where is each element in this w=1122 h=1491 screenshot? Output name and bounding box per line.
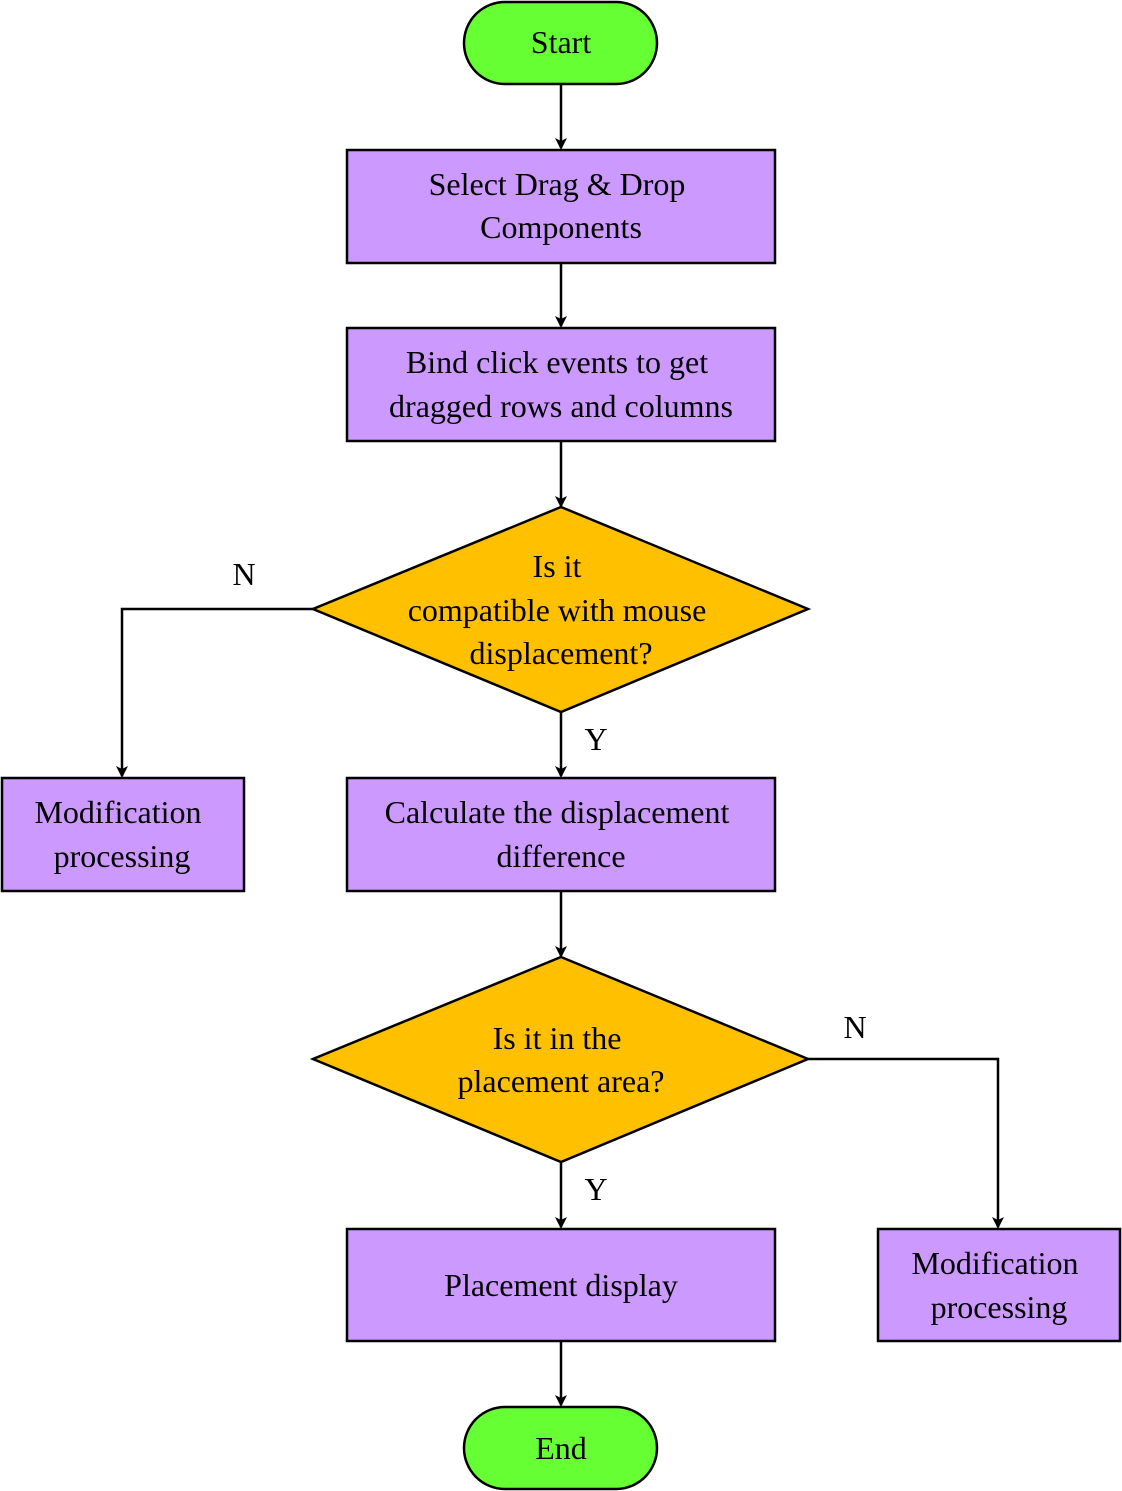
decision2-line-1: Is it in the xyxy=(493,1020,622,1056)
select-components-box xyxy=(345,148,777,265)
end-label-line: End xyxy=(535,1430,587,1466)
start-label: Start xyxy=(531,24,592,60)
decision-placement-area-label: Is it in the placement area? xyxy=(458,1020,665,1099)
modification-processing-left-box xyxy=(0,776,246,893)
select-components-label: Select Drag & Drop Components xyxy=(429,166,694,245)
decision-placement-area-diamond xyxy=(309,955,812,1164)
decision1-line-2: compatible with mouse xyxy=(408,592,707,628)
bind-click-events-node: Bind click events to get dragged rows an… xyxy=(345,326,777,443)
arrow-decision2-no-to-modify2 xyxy=(808,1057,1004,1229)
bind-click-events-line-2: dragged rows and columns xyxy=(389,388,733,424)
decision1-line-1: Is it xyxy=(533,548,582,584)
placement-display-node: Placement display xyxy=(345,1227,777,1343)
start-label-line: Start xyxy=(531,24,592,60)
calculate-displacement-label: Calculate the displacement difference xyxy=(385,794,738,874)
placement-display-box xyxy=(345,1227,777,1343)
decision2-line-2: placement area? xyxy=(458,1063,665,1099)
decision-mouse-displacement-label: Is it compatible with mouse displacement… xyxy=(408,548,715,671)
modification-right-line-1: Modification xyxy=(911,1245,1078,1281)
decision1-no-label: N xyxy=(232,556,255,592)
modification-right-line-2: processing xyxy=(931,1289,1068,1325)
modification-left-line-2: processing xyxy=(54,838,191,874)
decision2-yes-label: Y xyxy=(584,1171,607,1207)
arrow-decision1-no-to-modify1 xyxy=(116,607,313,778)
calculate-displacement-node: Calculate the displacement difference xyxy=(345,776,777,893)
bind-click-events-label: Bind click events to get dragged rows an… xyxy=(389,344,733,424)
decision-mouse-displacement-node: Is it compatible with mouse displacement… xyxy=(309,505,812,714)
end-label: End xyxy=(535,1430,587,1466)
end-node: End xyxy=(462,1405,659,1491)
calculate-line-2: difference xyxy=(496,838,625,874)
end-terminal-shape xyxy=(462,1405,659,1491)
modification-processing-right-box xyxy=(876,1227,1122,1343)
bind-click-events-line-1: Bind click events to get xyxy=(406,344,708,380)
start-terminal-shape xyxy=(462,0,659,86)
calculate-displacement-box xyxy=(345,776,777,893)
modification-processing-right-node: Modification processing xyxy=(876,1227,1122,1343)
decision-mouse-displacement-diamond xyxy=(309,505,812,714)
select-components-line-1: Select Drag & Drop xyxy=(429,166,686,202)
modification-left-line-1: Modification xyxy=(34,794,201,830)
decision-placement-area-node: Is it in the placement area? xyxy=(309,955,812,1164)
start-node: Start xyxy=(462,0,659,86)
decision2-no-label: N xyxy=(843,1009,866,1045)
select-components-line-2: Components xyxy=(480,209,642,245)
decision1-yes-label: Y xyxy=(584,721,607,757)
modification-processing-left-node: Modification processing xyxy=(0,776,246,893)
modification-processing-right-label: Modification processing xyxy=(911,1245,1086,1325)
calculate-line-1: Calculate the displacement xyxy=(385,794,730,830)
select-components-node: Select Drag & Drop Components xyxy=(345,148,777,265)
decision1-line-3: displacement? xyxy=(469,635,652,671)
placement-display-label: Placement display xyxy=(444,1267,678,1303)
bind-click-events-box xyxy=(345,326,777,443)
placement-display-line: Placement display xyxy=(444,1267,678,1303)
modification-processing-left-label: Modification processing xyxy=(34,794,209,874)
